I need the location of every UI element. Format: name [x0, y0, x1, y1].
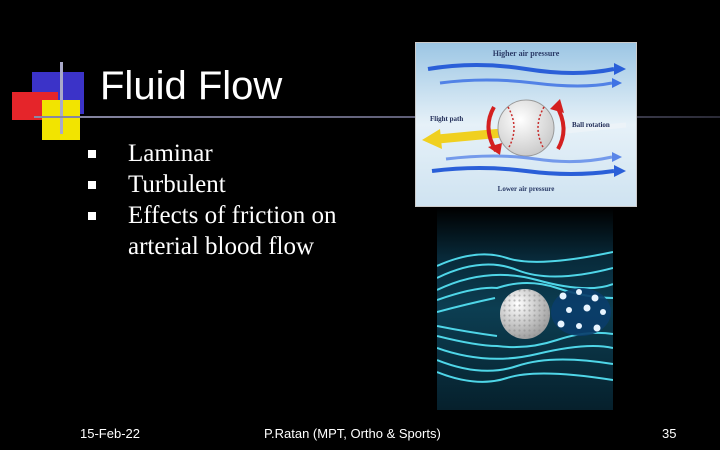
wake-bubble: [593, 324, 601, 332]
streamlines: [437, 251, 613, 383]
slide-title: Fluid Flow: [100, 64, 283, 108]
bullet-list: Laminar Turbulent Effects of friction on…: [88, 138, 388, 262]
square-bullet-icon: [88, 181, 96, 189]
wake-bubbles: [557, 289, 606, 332]
streamline: [437, 325, 498, 337]
wake-stream: [565, 122, 627, 134]
bullet-item: Turbulent: [88, 169, 388, 200]
streamline: [437, 297, 496, 313]
streamline: [437, 358, 613, 372]
footer-page-number: 35: [662, 426, 677, 441]
wake-bubble: [559, 292, 567, 300]
square-bullet-icon: [88, 150, 96, 158]
wake-bubble: [600, 309, 606, 315]
baseball-icon: [497, 99, 555, 157]
golfball-streamline-figure: [437, 208, 613, 410]
arrowhead-icon: [422, 129, 442, 149]
bullet-text: Turbulent: [128, 171, 226, 198]
arrowhead-icon: [612, 152, 622, 162]
arrowhead-icon: [612, 78, 622, 88]
title-underline: [34, 116, 720, 118]
footer-author: P.Ratan (MPT, Ortho & Sports): [264, 426, 441, 441]
flow-arrow-top-2: [439, 78, 613, 88]
flow-arrow-bottom-2: [431, 166, 615, 176]
streamline: [437, 263, 613, 279]
flow-arrow-bottom-1: [445, 154, 613, 164]
bullet-item: Effects of friction on arterial blood fl…: [88, 200, 388, 262]
wake-bubble: [566, 307, 572, 313]
baseball-stitch-left: [507, 106, 515, 150]
decor-vertical-line: [60, 62, 63, 134]
wake-bubble: [583, 304, 591, 312]
square-bullet-icon: [88, 212, 96, 220]
golf-ball-dimples: [500, 289, 550, 339]
flight-path-arrow: [437, 128, 503, 144]
streamline: [437, 345, 613, 360]
streamline: [437, 273, 613, 291]
flow-arrow-top-1: [427, 63, 615, 75]
wake-bubble: [591, 294, 599, 302]
streamline: [437, 371, 613, 383]
label-lower-air-pressure: Lower air pressure: [498, 185, 555, 193]
footer-date: 15-Feb-22: [80, 426, 140, 441]
baseball-stitch-right: [537, 106, 545, 150]
wake-bubble: [576, 289, 582, 295]
baseball-airflow-figure: Higher air pressure Flight path Ball rot…: [415, 42, 637, 207]
arrowhead-icon: [614, 63, 626, 75]
arrowhead-icon: [550, 99, 564, 113]
label-flight-path: Flight path: [430, 115, 463, 123]
arrowhead-icon: [614, 165, 626, 177]
bullet-text: Effects of friction on arterial blood fl…: [128, 202, 337, 260]
golfball-streamline-svg: [437, 208, 613, 410]
bullet-text: Laminar: [128, 140, 213, 167]
label-higher-air-pressure: Higher air pressure: [493, 49, 560, 58]
arrowhead-icon: [488, 143, 502, 155]
baseball-airflow-svg: Higher air pressure Flight path Ball rot…: [416, 43, 636, 206]
wake-bubble: [576, 323, 582, 329]
bullet-item: Laminar: [88, 138, 388, 169]
wake-bubble: [557, 320, 565, 328]
streamline: [437, 251, 613, 267]
label-ball-rotation: Ball rotation: [572, 121, 610, 129]
